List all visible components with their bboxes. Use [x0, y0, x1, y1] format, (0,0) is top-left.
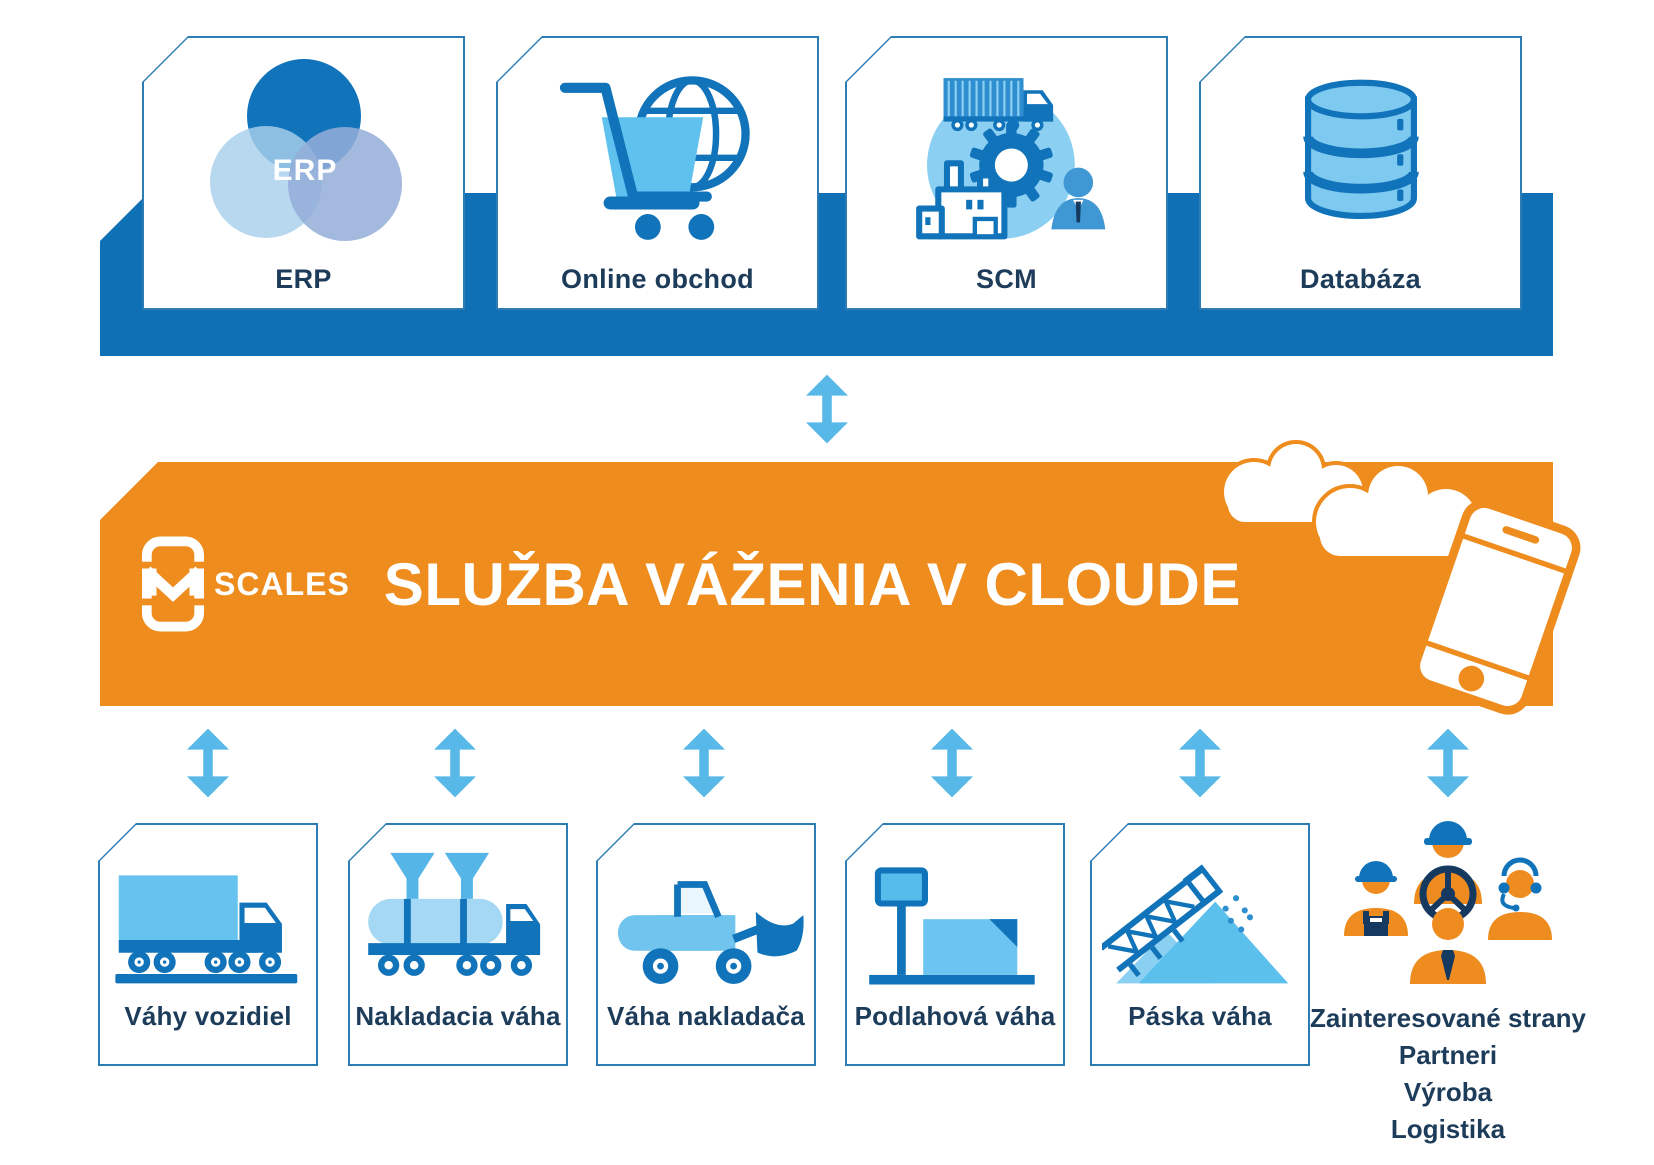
stakeholder-line: Zainteresované strany: [1309, 1003, 1586, 1033]
stakeholder-labels: Zainteresované strany Partneri Výroba Lo…: [1240, 1000, 1654, 1148]
card-label: SCM: [976, 264, 1037, 294]
truck-scale-icon: [100, 855, 316, 991]
card-face: SCM: [847, 38, 1166, 308]
double-arrow-icon: [683, 728, 725, 798]
scm-icon: [847, 52, 1166, 252]
card-label: Váhy vozidiel: [124, 1001, 292, 1031]
banner-title: SLUŽBA VÁŽENIA V CLOUDE: [383, 550, 1241, 618]
cloud-icon: [1312, 462, 1484, 560]
card-label: Nakladacia váha: [355, 1001, 561, 1031]
card-label: Váha nakladača: [607, 1001, 805, 1031]
erp-venn-label: ERP: [272, 154, 337, 187]
double-arrow-icon: [931, 728, 973, 798]
card-scm: SCM: [845, 36, 1168, 310]
stakeholder-line: Partneri: [1398, 1040, 1498, 1070]
card-face: Váhy vozidiel: [100, 825, 316, 1064]
card-online-obchod: Online obchod: [496, 36, 819, 310]
cart-globe-icon: [498, 60, 817, 240]
card-databaza: Databáza: [1199, 36, 1522, 310]
mscales-logo-icon: [142, 536, 204, 632]
card-vahy-vozidiel: Váhy vozidiel: [98, 823, 318, 1066]
card-face: Online obchod: [498, 38, 817, 308]
double-arrow-icon: [1179, 728, 1221, 798]
card-label: Databáza: [1300, 264, 1421, 294]
floor-scale-icon: [847, 865, 1063, 996]
card-vaha-nakladaca: Váha nakladača: [596, 823, 816, 1066]
card-face: Váha nakladača: [598, 825, 814, 1064]
card-face: Databáza: [1201, 38, 1520, 308]
card-face: Nakladacia váha: [350, 825, 566, 1064]
double-arrow-icon: [806, 374, 848, 444]
double-arrow-icon: [187, 728, 229, 798]
card-label: ERP: [275, 264, 332, 294]
double-arrow-icon: [1427, 728, 1469, 798]
stakeholder-line: Výroba: [1403, 1077, 1493, 1107]
card-erp: ERP ERP: [142, 36, 465, 310]
people-group-icon: [1344, 821, 1552, 984]
card-label: Páska váha: [1128, 1001, 1272, 1031]
card-paska-vaha: Páska váha: [1090, 823, 1310, 1066]
card-face: ERP ERP: [144, 38, 463, 308]
logo-wordmark: SCALES: [214, 565, 350, 602]
card-nakladacia-vaha: Nakladacia váha: [348, 823, 568, 1066]
card-label: Podlahová váha: [854, 1001, 1056, 1031]
hopper-tanker-scale-icon: [350, 849, 566, 993]
belt-scale-icon: [1092, 853, 1308, 999]
wheel-loader-scale-icon: [598, 859, 814, 995]
double-arrow-icon: [434, 728, 476, 798]
database-icon: [1201, 66, 1520, 238]
smartphone-icon: [1411, 499, 1581, 715]
card-label: Online obchod: [561, 264, 754, 294]
stakeholder-line: Logistika: [1390, 1114, 1506, 1144]
card-face: Páska váha: [1092, 825, 1308, 1064]
card-podlahova-vaha: Podlahová váha: [845, 823, 1065, 1066]
card-face: Podlahová váha: [847, 825, 1063, 1064]
erp-venn-icon: ERP: [144, 56, 463, 246]
